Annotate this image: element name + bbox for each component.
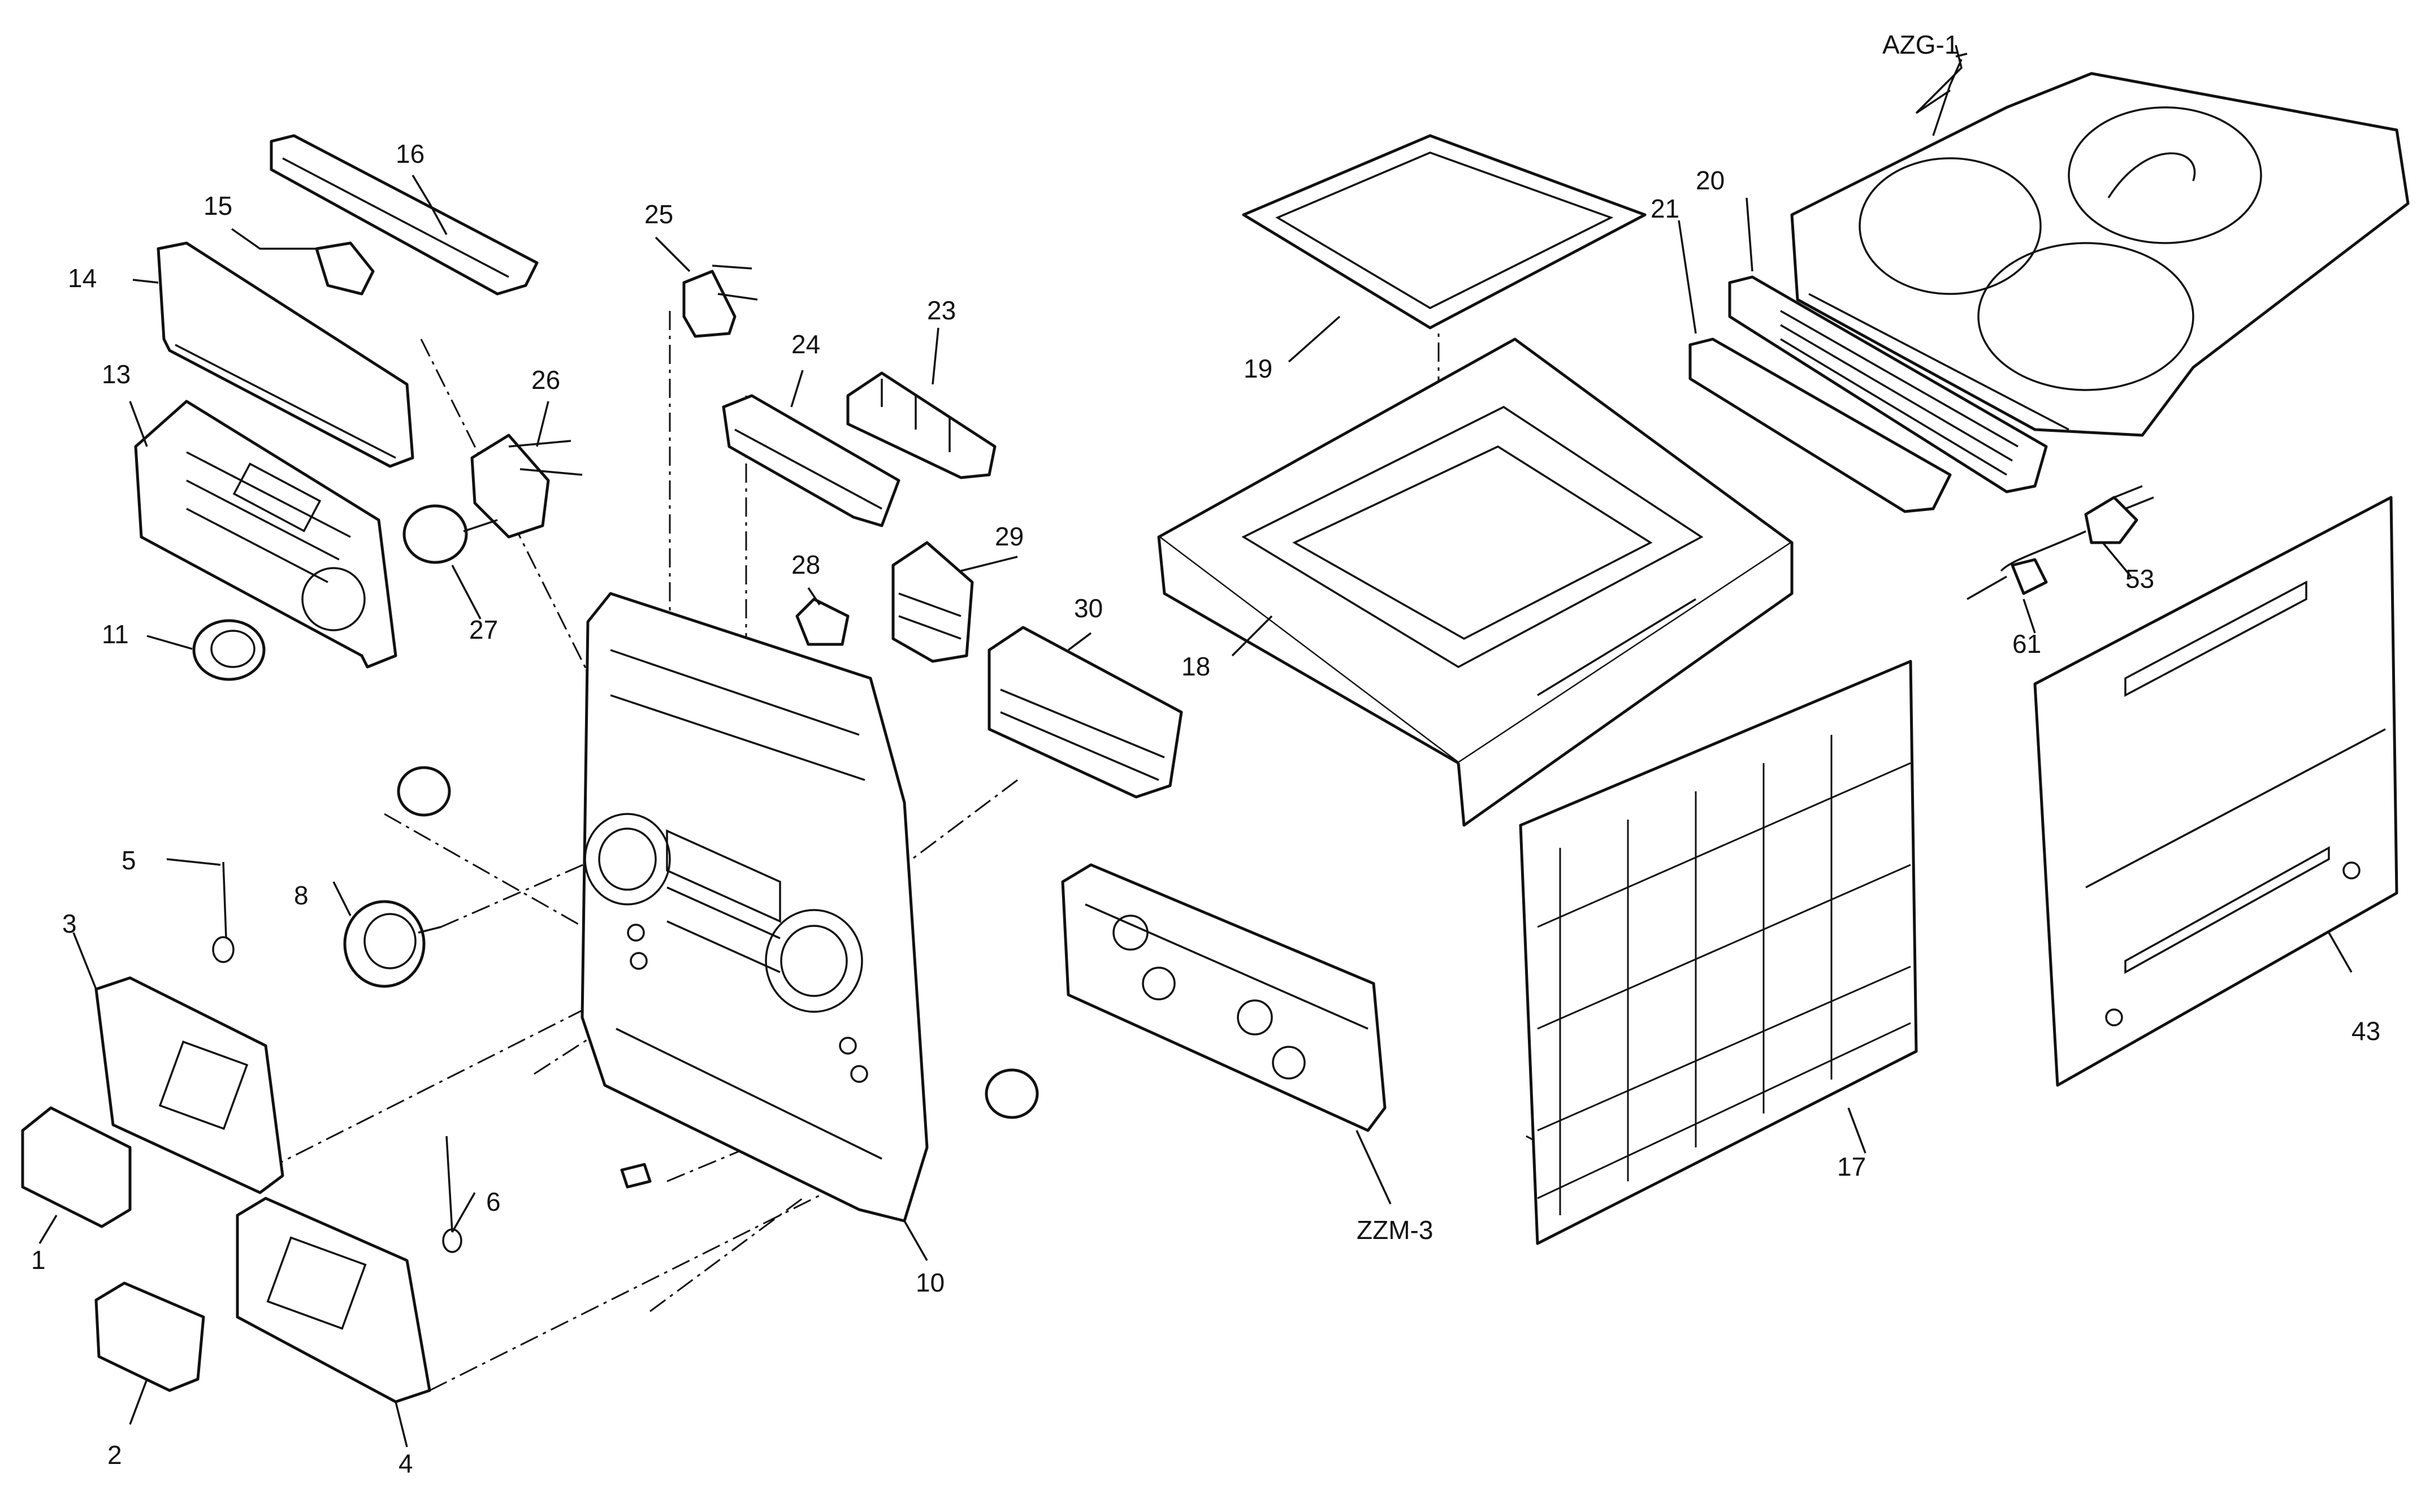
label-4: 4 — [399, 1449, 413, 1478]
part-3-door — [94, 976, 284, 1194]
part-24-rail — [722, 394, 900, 527]
part-8-knob — [343, 900, 441, 988]
part-53-power-plug — [2000, 485, 2154, 572]
label-13: 13 — [102, 359, 131, 389]
label-5: 5 — [122, 846, 136, 875]
label-14: 14 — [68, 263, 97, 293]
label-18: 18 — [1181, 652, 1210, 681]
label-23: 23 — [927, 296, 956, 325]
part-15-tab — [315, 241, 375, 296]
label-3: 3 — [62, 909, 77, 938]
part-20-tray-front — [1728, 275, 2048, 493]
label-6: 6 — [486, 1187, 501, 1216]
knob-cap-lower — [620, 1068, 1039, 1189]
label-26: 26 — [531, 365, 560, 395]
part-16-top-bar — [270, 134, 539, 296]
part-17-side-panel — [1519, 660, 1918, 1245]
label-10: 10 — [916, 1268, 945, 1297]
label-1: 1 — [31, 1245, 46, 1275]
part-azg1-disc-changer — [1790, 72, 2410, 437]
part-5-spring — [212, 861, 235, 963]
part-26-bracket — [470, 434, 583, 539]
label-27: 27 — [469, 615, 498, 644]
part-10-main-chassis — [581, 592, 929, 1223]
label-29: 29 — [995, 522, 1024, 551]
part-6-spring — [442, 1136, 462, 1253]
label-16: 16 — [396, 139, 425, 168]
part-21-bar — [1688, 337, 1952, 513]
part-18-top-cabinet — [1157, 337, 1794, 827]
label-15: 15 — [203, 191, 232, 220]
label-53: 53 — [2125, 564, 2154, 593]
label-19: 19 — [1244, 354, 1272, 383]
callout-labels: 16 15 14 13 11 26 27 25 24 23 28 29 30 1… — [31, 30, 2380, 1478]
part-43-back-panel — [2033, 496, 2398, 1087]
part-29-switch-group — [891, 541, 974, 663]
label-61: 61 — [2012, 629, 2041, 658]
part-28-block — [795, 597, 850, 646]
part-1-button — [21, 1106, 132, 1228]
label-zzm3: ZZM-3 — [1357, 1215, 1433, 1245]
leader-lines — [38, 45, 2353, 1448]
label-8: 8 — [294, 881, 309, 910]
part-25-switch — [682, 265, 758, 338]
label-28: 28 — [791, 550, 820, 579]
part-2-button — [94, 1281, 205, 1392]
part-27-knob — [402, 504, 498, 564]
part-zzm3-circuit-board — [1061, 863, 1387, 1132]
label-17: 17 — [1837, 1152, 1866, 1181]
label-21: 21 — [1651, 194, 1679, 223]
label-azg1: AZG-1 — [1882, 30, 1959, 59]
label-25: 25 — [644, 200, 673, 229]
part-23-bracket — [846, 371, 997, 479]
part-14-display-cover — [157, 241, 414, 468]
label-30: 30 — [1074, 593, 1103, 623]
label-43: 43 — [2351, 1016, 2380, 1046]
part-11-ring — [192, 619, 266, 681]
part-19-lid — [1242, 134, 1647, 330]
label-24: 24 — [791, 330, 820, 359]
part-4-door — [236, 1197, 431, 1403]
part-61-strain-relief — [1967, 558, 2048, 600]
label-20: 20 — [1696, 166, 1725, 195]
knob-cap-upper — [397, 766, 451, 817]
part-13-front-panel — [134, 400, 397, 669]
part-30-switch-group — [988, 626, 1183, 799]
label-2: 2 — [107, 1440, 122, 1470]
label-11: 11 — [102, 619, 129, 649]
